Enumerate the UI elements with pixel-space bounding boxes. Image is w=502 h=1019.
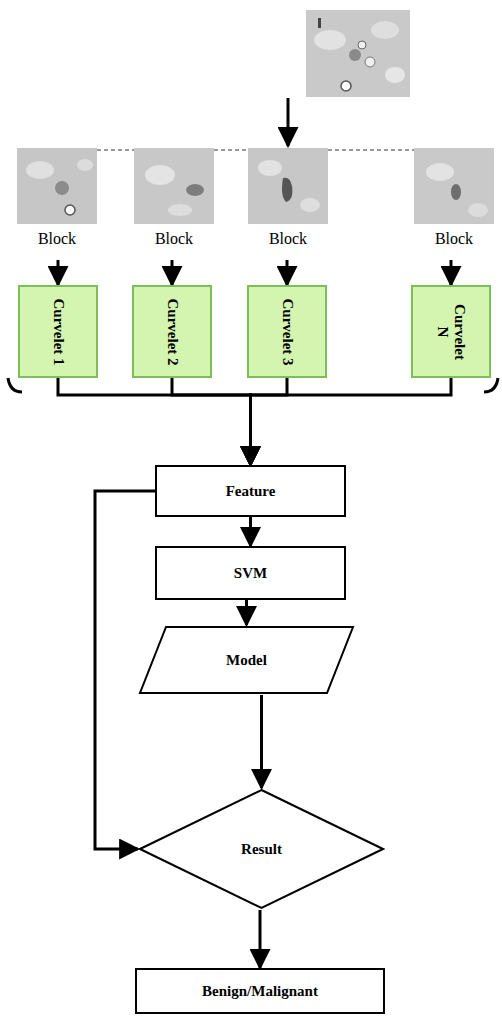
connector bbox=[450, 260, 453, 285]
brace-end bbox=[8, 378, 22, 392]
brace-end bbox=[484, 378, 498, 392]
node-label: Curvelet N bbox=[434, 297, 469, 366]
node-label: Curvelet 3 bbox=[278, 297, 295, 366]
node-label: Curvelet 2 bbox=[163, 297, 180, 366]
data-parallelogram: Model bbox=[138, 625, 355, 695]
block-caption: Block bbox=[131, 230, 217, 248]
connector bbox=[286, 260, 289, 285]
curvelet-box: Curvelet 2 bbox=[132, 285, 212, 378]
connector bbox=[57, 260, 60, 285]
block-thumbnail: Block bbox=[411, 146, 497, 260]
node-label: Result bbox=[235, 841, 288, 858]
block-caption: Block bbox=[411, 230, 497, 248]
split-arrow bbox=[287, 98, 290, 146]
connector bbox=[172, 378, 251, 465]
curvelet-box: Curvelet N bbox=[411, 285, 491, 378]
block-caption: Block bbox=[245, 230, 331, 248]
block-thumbnail: Block bbox=[14, 146, 100, 260]
connector bbox=[259, 910, 262, 968]
process-box: SVM bbox=[155, 546, 346, 600]
process-box: Feature bbox=[155, 465, 346, 517]
connector bbox=[245, 600, 248, 625]
node-label: Feature bbox=[220, 483, 282, 500]
node-label: SVM bbox=[228, 565, 273, 582]
connector bbox=[251, 378, 452, 465]
node-label: Benign/Malignant bbox=[196, 983, 324, 1000]
node-label: Model bbox=[220, 652, 273, 669]
curvelet-box: Curvelet 3 bbox=[247, 285, 327, 378]
process-box: Benign/Malignant bbox=[135, 968, 385, 1014]
connector bbox=[251, 378, 288, 465]
block-thumbnail: Block bbox=[131, 146, 217, 260]
tissue-image bbox=[306, 10, 410, 97]
block-image bbox=[248, 148, 328, 224]
block-thumbnail: Block bbox=[245, 146, 331, 260]
connector bbox=[95, 491, 155, 849]
block-caption: Block bbox=[14, 230, 100, 248]
connector bbox=[260, 695, 263, 788]
dashed-link bbox=[97, 150, 414, 151]
curvelet-box: Curvelet 1 bbox=[18, 285, 98, 378]
decision-diamond: Result bbox=[138, 788, 385, 910]
connector bbox=[58, 378, 251, 465]
block-image bbox=[414, 148, 494, 224]
block-image bbox=[134, 148, 214, 224]
connector bbox=[249, 517, 252, 546]
block-image bbox=[17, 148, 97, 224]
connector bbox=[171, 260, 174, 285]
node-label: Curvelet 1 bbox=[49, 297, 66, 366]
